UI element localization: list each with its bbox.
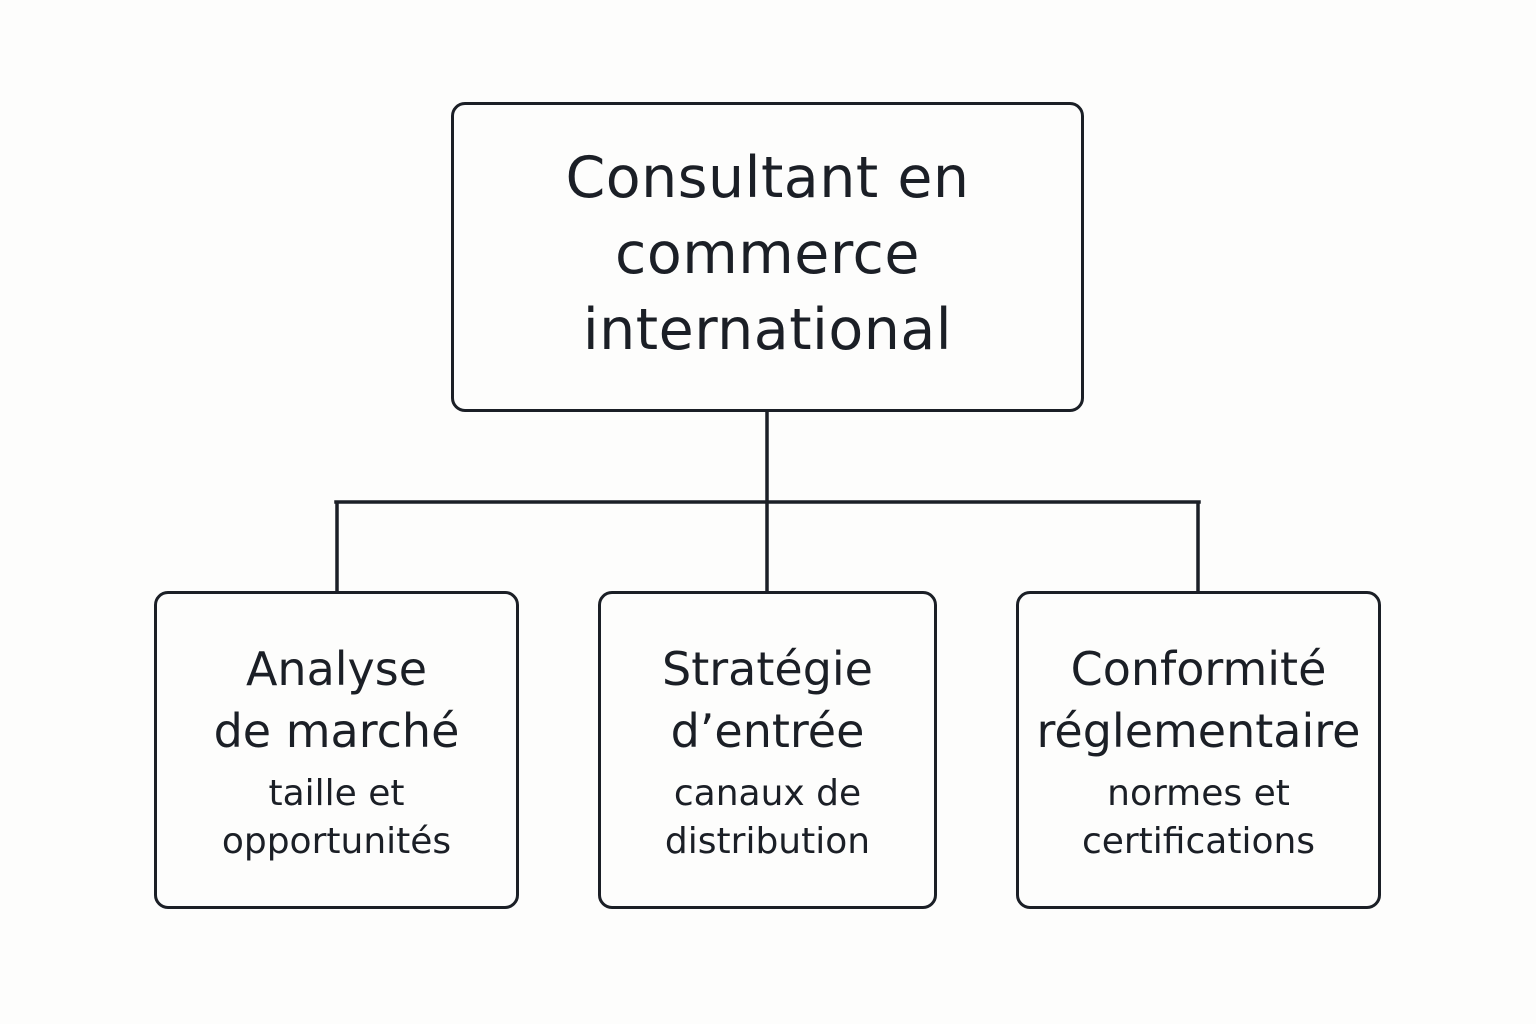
child-title-line-2: d’entrée: [670, 704, 865, 758]
child-title-line-2: réglementaire: [1036, 704, 1361, 758]
child-subtitle: taille et opportunités: [222, 770, 451, 866]
child-subtitle: canaux de distribution: [665, 770, 870, 866]
root-title-line-3: international: [582, 297, 953, 363]
child-subtitle-line-1: normes et: [1107, 773, 1290, 814]
child-subtitle-line-2: certifications: [1081, 821, 1316, 862]
child-title-line-1: Conformité: [1070, 642, 1327, 696]
child-node-conformite: Conformité réglementaire normes et certi…: [1016, 591, 1381, 909]
root-title-line-1: Consultant en: [565, 145, 970, 211]
child-subtitle-line-1: taille et: [268, 773, 405, 814]
child-node-strategie: Stratégie d’entrée canaux de distributio…: [598, 591, 937, 909]
child-subtitle: normes et certifications: [1082, 770, 1315, 866]
child-subtitle-line-1: canaux de: [673, 773, 862, 814]
child-subtitle-line-2: distribution: [664, 821, 871, 862]
root-title-line-2: commerce: [615, 221, 920, 287]
child-subtitle-line-2: opportunités: [221, 821, 452, 862]
root-node-box: Consultant en commerce international: [451, 102, 1084, 412]
child-title-line-2: de marché: [213, 704, 460, 758]
child-node-analyse: Analyse de marché taille et opportunités: [154, 591, 519, 909]
child-title-line-1: Stratégie: [662, 642, 873, 696]
child-title-line-1: Analyse: [245, 642, 428, 696]
